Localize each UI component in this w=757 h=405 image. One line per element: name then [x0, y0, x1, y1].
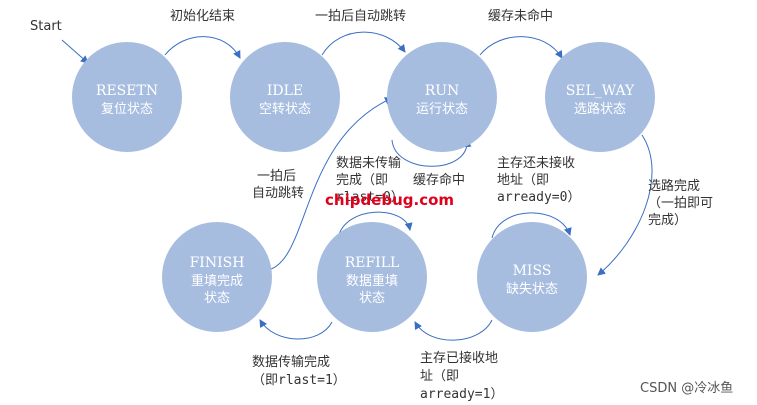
- state-finish-desc-2: 状态: [204, 291, 230, 306]
- edge-finish-run: [267, 97, 393, 271]
- edge-label-refill-finish-2: （即rlast=1）: [252, 373, 346, 388]
- edge-label-miss-refill-3: arready=1）: [420, 387, 503, 402]
- state-resetn-name: RESETN: [96, 83, 158, 99]
- edge-label-refill-finish-1: 数据传输完成: [252, 354, 330, 370]
- edge-label-idle-run: 一拍后自动跳转: [315, 9, 406, 24]
- edge-label-refill-self-2: 完成（即: [336, 173, 388, 188]
- edge-label-finish-run-2: 自动跳转: [252, 186, 304, 201]
- edge-refill-finish: [259, 319, 333, 340]
- start-label: Start: [30, 19, 62, 34]
- edge-run-selway: [479, 36, 563, 59]
- state-sel-way: SEL_WAY 选路状态: [545, 42, 655, 152]
- state-finish-desc-1: 重填完成: [191, 273, 243, 289]
- edge-label-miss-self-1: 主存还未接收: [497, 155, 575, 171]
- edge-label-selway-miss-3: 完成）: [648, 213, 687, 228]
- state-run-desc: 运行状态: [416, 102, 468, 117]
- state-resetn: RESETN 复位状态: [72, 42, 182, 152]
- credit-text: CSDN @冷冰鱼: [640, 380, 733, 396]
- edge-selway-miss: [597, 134, 653, 276]
- edge-label-miss-refill-1: 主存已接收地: [420, 350, 498, 366]
- edge-label-miss-refill-2: 址（即: [420, 369, 459, 384]
- state-finish-name: FINISH: [190, 255, 245, 271]
- state-resetn-circle: [72, 42, 182, 152]
- edge-resetn-idle: [164, 36, 241, 59]
- state-miss-desc: 缺失状态: [506, 282, 558, 297]
- state-refill-desc-1: 数据重填: [346, 273, 398, 289]
- state-idle: IDLE 空转状态: [230, 42, 340, 152]
- edge-refill-self: [337, 211, 413, 239]
- state-idle-name: IDLE: [267, 83, 303, 99]
- state-finish: FINISH 重填完成 状态: [162, 222, 272, 332]
- edge-label-run-self: 缓存命中: [413, 172, 465, 188]
- state-run-name: RUN: [425, 83, 460, 99]
- edge-run-self: [391, 139, 472, 167]
- state-resetn-desc: 复位状态: [101, 102, 153, 117]
- state-refill-circle: [317, 222, 427, 332]
- edge-label-miss-self-3: arready=0）: [497, 190, 580, 205]
- state-idle-circle: [230, 42, 340, 152]
- state-refill-name: REFILL: [345, 255, 400, 271]
- state-sel-way-desc: 选路状态: [574, 101, 626, 117]
- state-run: RUN 运行状态: [387, 42, 497, 152]
- edge-label-refill-self-1: 数据未传输: [336, 155, 401, 171]
- edge-label-finish-run-1: 一拍后: [257, 169, 296, 184]
- state-sel-way-name: SEL_WAY: [566, 83, 635, 99]
- edge-label-selway-miss-1: 选路完成: [648, 178, 700, 194]
- state-sel-way-circle: [545, 42, 655, 152]
- state-miss-name: MISS: [513, 263, 552, 279]
- edge-label-resetn-idle: 初始化结束: [170, 9, 235, 24]
- state-run-circle: [387, 42, 497, 152]
- watermark-text: chipdebug.com: [325, 191, 454, 209]
- state-finish-circle: [162, 222, 272, 332]
- state-idle-desc: 空转状态: [259, 102, 311, 117]
- state-refill: REFILL 数据重填 状态: [317, 222, 427, 332]
- state-miss: MISS 缺失状态: [477, 222, 587, 332]
- edge-label-selway-miss-2: （一拍即可: [648, 196, 713, 211]
- state-refill-desc-2: 状态: [359, 291, 385, 306]
- edge-label-refill-self-3: rlast=0）: [336, 190, 404, 205]
- state-miss-circle: [477, 222, 587, 332]
- edge-label-run-selway: 缓存未命中: [488, 8, 553, 24]
- edge-idle-run: [321, 31, 406, 56]
- edge-label-miss-self-2: 地址（即: [497, 173, 549, 188]
- edge-miss-refill: [414, 319, 493, 341]
- start-arrow: [61, 39, 89, 64]
- edge-miss-self: [491, 212, 572, 239]
